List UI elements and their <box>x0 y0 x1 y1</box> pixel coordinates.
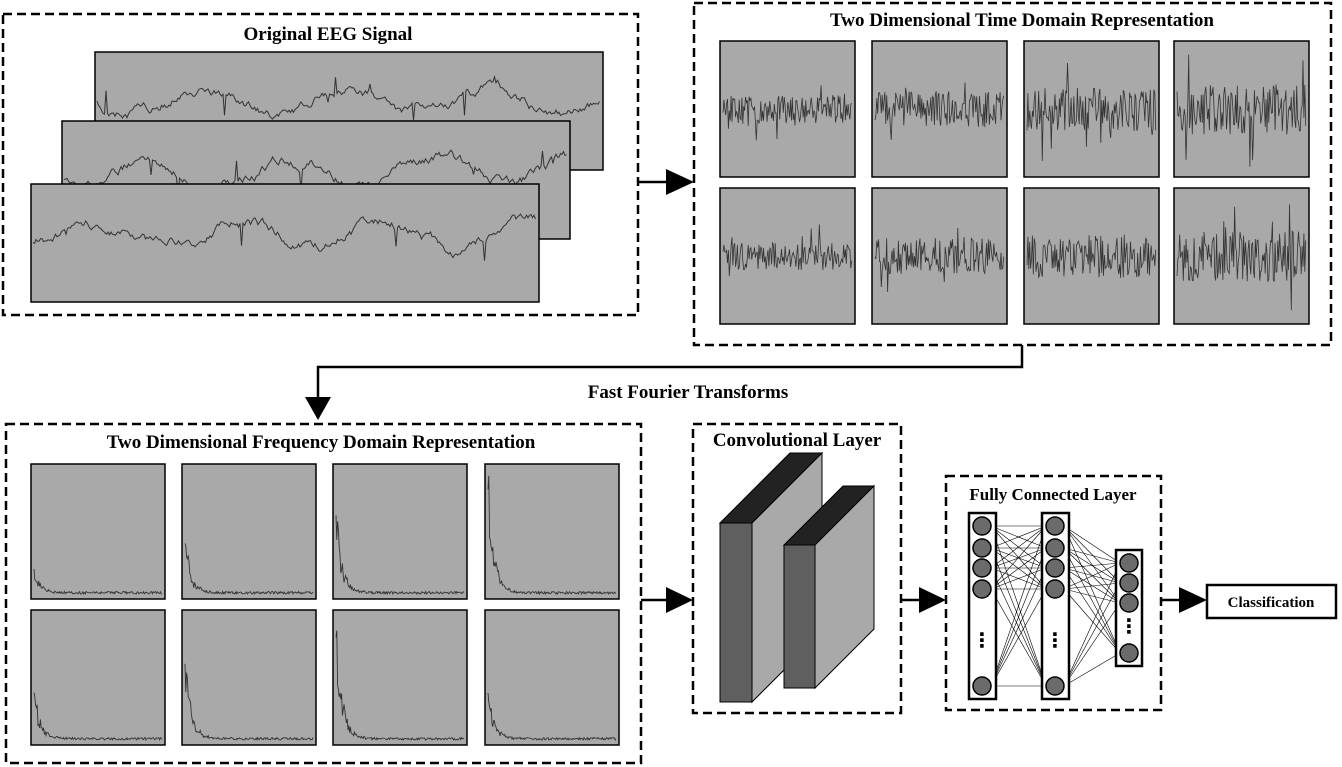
fc-node <box>1045 579 1065 599</box>
eeg-signal-stack <box>30 51 604 303</box>
fc-ellipsis: ⋮ <box>1119 614 1139 638</box>
fc-node <box>972 676 992 696</box>
fc-node <box>1045 676 1065 696</box>
freq-title: Two Dimensional Frequency Domain Represe… <box>107 432 536 453</box>
time-domain-grid <box>719 40 1310 325</box>
time-trace <box>1176 54 1307 167</box>
conv-block-front <box>782 484 876 690</box>
fc-node <box>972 558 992 578</box>
time-domain-panel <box>1173 187 1310 325</box>
time-domain-panel <box>1173 40 1310 178</box>
frequency-panel <box>484 463 620 600</box>
eeg-trace <box>96 74 600 121</box>
classification-box: Classification <box>1205 583 1338 620</box>
time-section-border <box>692 1 1333 347</box>
time-trace <box>1026 62 1157 161</box>
fc-node <box>972 538 992 558</box>
spectrum-trace <box>184 543 314 596</box>
original-eeg-section: Original EEG Signal <box>1 12 640 317</box>
fc-node <box>1045 558 1065 578</box>
fc-title: Fully Connected Layer <box>969 485 1137 504</box>
fc-node <box>1119 553 1139 573</box>
fc-node <box>1119 593 1139 613</box>
spectrum-trace <box>335 630 465 741</box>
arrow-right-icon <box>638 169 694 195</box>
spectrum-trace <box>184 663 314 742</box>
eeg-panel <box>30 183 540 303</box>
fc-network: ⋮ ⋮ ⋮ <box>967 511 1144 701</box>
conv-title: Convolutional Layer <box>713 430 882 451</box>
classification-label: Classification <box>1228 595 1315 611</box>
time-title: Two Dimensional Time Domain Representati… <box>830 10 1214 31</box>
time-domain-panel <box>1023 40 1160 178</box>
freq-section-border <box>4 422 643 765</box>
time-trace <box>722 85 853 141</box>
fc-ellipsis: ⋮ <box>972 628 992 652</box>
frequency-panel <box>181 609 317 746</box>
conv-section-border <box>691 422 903 715</box>
fc-layer-column: ⋮ <box>967 511 998 701</box>
spectrum-trace <box>33 568 163 596</box>
eeg-title: Original EEG Signal <box>244 24 413 45</box>
fc-layer-column: ⋮ <box>1114 548 1144 668</box>
conv-layer-section: Convolutional Layer <box>691 422 903 715</box>
time-trace <box>722 224 853 277</box>
conv-back-front <box>719 522 753 703</box>
frequency-domain-section: Two Dimensional Frequency Domain Represe… <box>4 422 643 765</box>
spectrum-trace <box>335 515 465 596</box>
fc-node <box>1119 643 1139 663</box>
frequency-panel <box>484 609 620 746</box>
flow-arrows <box>638 169 1207 613</box>
time-trace <box>1176 204 1307 311</box>
frequency-panel <box>181 463 317 600</box>
frequency-panel <box>332 609 468 746</box>
fc-node <box>972 516 992 536</box>
spectrum-trace <box>33 692 163 742</box>
fc-ellipsis: ⋮ <box>1045 628 1065 652</box>
frequency-panel <box>30 609 166 746</box>
time-domain-panel <box>719 187 856 325</box>
eeg-trace <box>63 149 567 198</box>
frequency-domain-grid <box>30 463 620 746</box>
eeg-section-border <box>1 12 640 317</box>
fft-label: Fast Fourier Transforms <box>588 382 789 403</box>
time-domain-panel <box>871 40 1008 178</box>
fc-node <box>1119 573 1139 593</box>
fc-connections <box>990 525 1121 687</box>
spectrum-trace <box>487 692 617 742</box>
fc-layer-section: Fully Connected Layer ⋮ ⋮ ⋮ <box>944 474 1163 712</box>
time-trace <box>874 82 1005 141</box>
arrow-right-icon <box>1161 587 1207 613</box>
time-trace <box>1026 234 1157 279</box>
time-trace <box>874 227 1005 292</box>
time-domain-panel <box>719 40 856 178</box>
eeg-trace <box>32 213 536 261</box>
arrow-right-icon <box>901 587 946 613</box>
arrow-down-head <box>305 397 331 420</box>
frequency-panel <box>332 463 468 600</box>
frequency-panel <box>30 463 166 600</box>
time-domain-panel <box>1023 187 1160 325</box>
arrow-right-icon <box>641 587 693 613</box>
arrow-down-icon <box>316 345 1024 418</box>
fc-node <box>972 579 992 599</box>
fc-node <box>1045 516 1065 536</box>
classification-border <box>1205 583 1338 620</box>
conv-front-front <box>783 544 816 689</box>
time-domain-section: Two Dimensional Time Domain Representati… <box>692 1 1333 347</box>
time-domain-panel <box>871 187 1008 325</box>
fc-layer-column: ⋮ <box>1040 511 1071 701</box>
fft-connector: Fast Fourier Transforms <box>305 345 1024 420</box>
spectrum-trace <box>487 475 617 596</box>
fc-node <box>1045 538 1065 558</box>
